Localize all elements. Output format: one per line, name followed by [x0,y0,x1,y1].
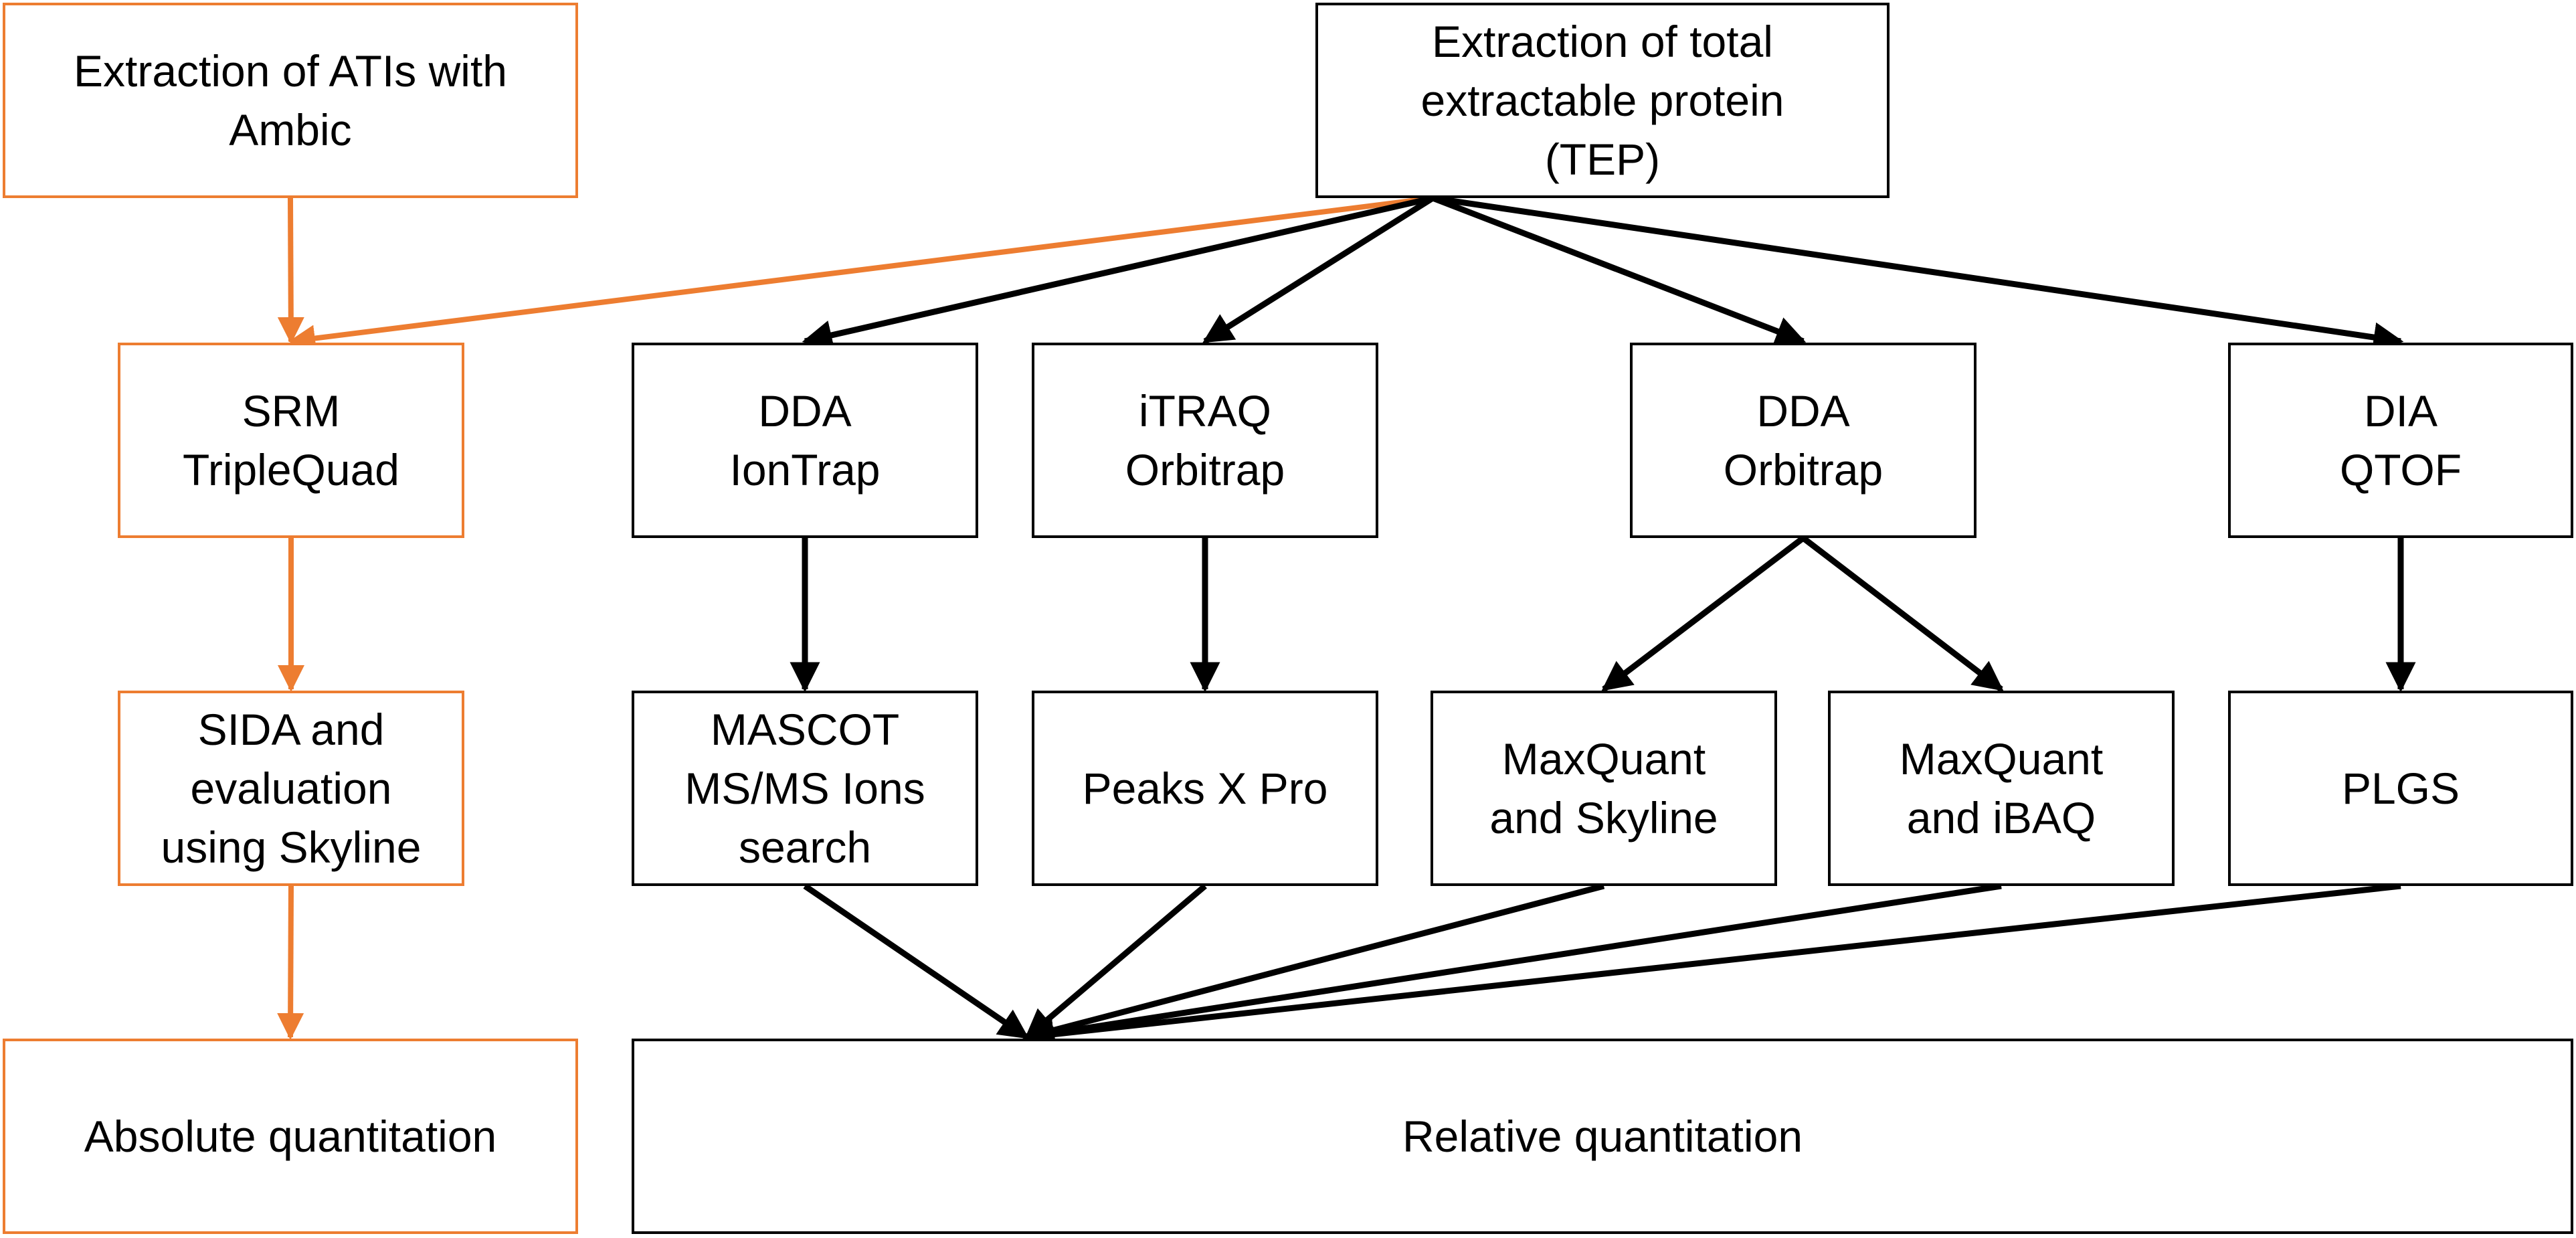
relative-quantitation-box: Relative quantitation [632,1039,2573,1234]
dia-qtof-box: DIA QTOF [2228,343,2573,538]
mascot-search-box: MASCOT MS/MS Ions search [632,691,978,886]
arrow-ati_extraction-to-srm [277,197,304,344]
arrow-tep_extraction-to-itraq [1202,195,1435,344]
absolute-quantitation-box: Absolute quantitation [3,1039,578,1234]
arrow-dda_orbitrap-to-maxquant_skyline [1601,535,1805,692]
arrow-sida-to-absolute [277,885,304,1040]
maxquant-skyline-box: MaxQuant and Skyline [1431,691,1777,886]
arrow-tep_extraction-to-srm [288,195,1433,352]
peaks-x-pro-box: Peaks X Pro [1032,691,1378,886]
arrow-maxquant_skyline-to-relative [1024,883,1605,1045]
dda-iontrap-box: DDA IonTrap [632,343,978,538]
dda-orbitrap-box: DDA Orbitrap [1630,343,1976,538]
arrow-tep_extraction-to-dia [1432,195,2404,353]
srm-triplequad-box: SRM TripleQuad [118,343,464,538]
itraq-orbitrap-box: iTRAQ Orbitrap [1032,343,1378,538]
arrow-maxquant_ibaq-to-relative [1024,883,2002,1049]
tep-extraction-box: Extraction of total extractable protein … [1315,3,1890,198]
plgs-box: PLGS [2228,691,2573,886]
ati-extraction-box: Extraction of ATIs with Ambic [3,3,578,198]
sida-evaluation-box: SIDA and evaluation using Skyline [118,691,464,886]
arrow-dda_orbitrap-to-maxquant_ibaq [1801,535,2004,692]
maxquant-ibaq-box: MaxQuant and iBAQ [1828,691,2175,886]
arrow-tep_extraction-to-dda_iontrap [802,195,1434,350]
arrow-plgs-to-relative [1024,883,2401,1049]
arrow-mascot-to-relative [803,883,1030,1040]
arrow-tep_extraction-to-dda_orbitrap [1431,195,1807,346]
arrow-peaks-to-relative [1024,883,1207,1040]
